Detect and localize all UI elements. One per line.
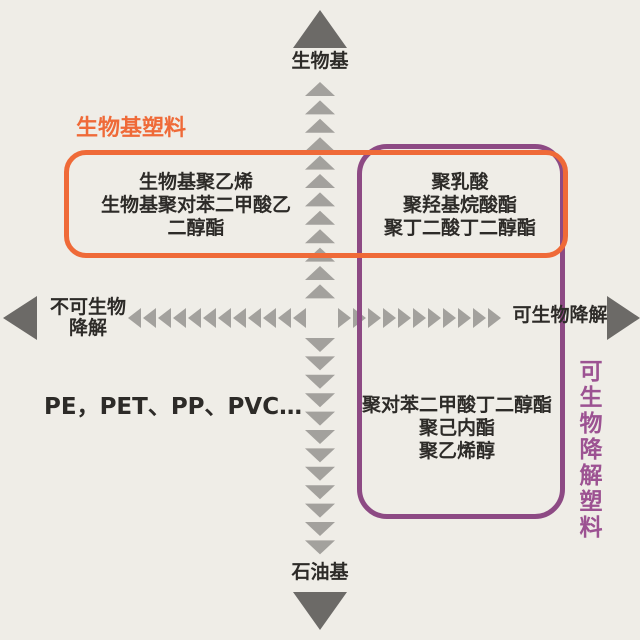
left-arrow [173,308,186,328]
vertical-axis-down-arrows [305,338,335,555]
up-arrow [305,137,335,152]
down-arrow [305,540,335,555]
right-arrow [458,308,471,328]
right-arrow [398,308,411,328]
axis-arrowheads [3,10,640,630]
horizontal-axis-left-arrows [128,308,306,328]
material-name: 聚羟基烷酸酯 [402,194,517,216]
axis-label-biodegradable: 可生物降解 [512,304,608,326]
left-arrow [218,308,231,328]
left-arrow [128,308,141,328]
right-arrow [443,308,456,328]
down-arrow [305,338,335,352]
down-arrow [305,374,335,389]
axis-label-line: 不可生物 [49,296,126,318]
quadrant-petroleum-biodegradable: 聚对苯二甲酸丁二醇酯 聚己内酯 聚乙烯醇 [357,394,557,463]
left-arrow [203,308,216,328]
right-axis-arrowhead [607,296,640,340]
up-arrow [305,155,335,170]
right-arrow [488,308,501,328]
left-arrow [263,308,276,328]
down-arrow [305,522,335,536]
right-arrow [338,308,351,328]
up-arrow [305,118,335,133]
axis-label-non-biodegradable: 不可生物 降解 [38,297,138,339]
up-arrow [305,284,335,299]
left-arrow [233,308,246,328]
down-arrow [305,466,335,481]
up-arrow [305,82,335,96]
down-arrow [305,393,335,408]
material-name: 聚乳酸 [431,171,489,193]
down-arrow [305,448,335,463]
biobased-plastics-box [64,150,568,258]
down-arrow [305,485,335,500]
up-arrow [305,210,335,225]
down-arrow [305,356,335,371]
left-arrow [158,308,171,328]
down-arrow [305,411,335,426]
right-arrow [413,308,426,328]
vertical-axis-up-arrows [305,82,335,299]
top-axis-arrowhead [293,10,347,48]
axis-label-biobased: 生物基 [291,50,349,72]
quadrant-biobased-nonbiodegradable: 生物基聚乙烯 生物基聚对苯二甲酸乙 二醇酯 [50,171,342,240]
down-arrow [305,503,335,518]
up-arrow [305,266,335,280]
biodegradable-plastics-label: 可生物降解塑料 [575,359,601,541]
material-name: 聚乙烯醇 [418,440,495,462]
material-name: PE，PET、PP、PVC… [44,394,303,420]
horizontal-axis-right-arrows [338,308,501,328]
quadrant-petroleum-nonbiodegradable: PE，PET、PP、PVC… [44,394,303,421]
left-arrow [188,308,201,328]
material-name: 二醇酯 [167,217,225,239]
biobased-plastics-label: 生物基塑料 [76,116,187,141]
right-arrow [368,308,381,328]
up-arrow [305,100,335,115]
axis-label-line: 降解 [68,317,107,339]
down-arrow [305,430,335,444]
material-name: 聚丁二酸丁二醇酯 [383,217,536,239]
left-arrow [248,308,261,328]
right-arrow [473,308,486,328]
left-axis-arrowhead [3,296,37,340]
up-arrow [305,192,335,207]
right-arrow [383,308,396,328]
left-arrow [143,308,156,328]
quadrant-biobased-biodegradable: 聚乳酸 聚羟基烷酸酯 聚丁二酸丁二醇酯 [370,171,550,240]
axis-label-petroleum-based: 石油基 [291,561,349,583]
left-arrow [293,308,306,328]
bottom-axis-arrowhead [293,592,347,630]
material-name: 生物基聚对苯二甲酸乙 [100,194,291,216]
right-arrow [428,308,441,328]
biodegradable-plastics-box [357,144,565,519]
left-arrow [278,308,291,328]
up-arrow [305,174,335,188]
material-name: 聚对苯二甲酸丁二醇酯 [361,394,552,416]
up-arrow [305,229,335,244]
material-name: 生物基聚乙烯 [138,171,253,193]
material-name: 聚己内酯 [418,417,495,439]
